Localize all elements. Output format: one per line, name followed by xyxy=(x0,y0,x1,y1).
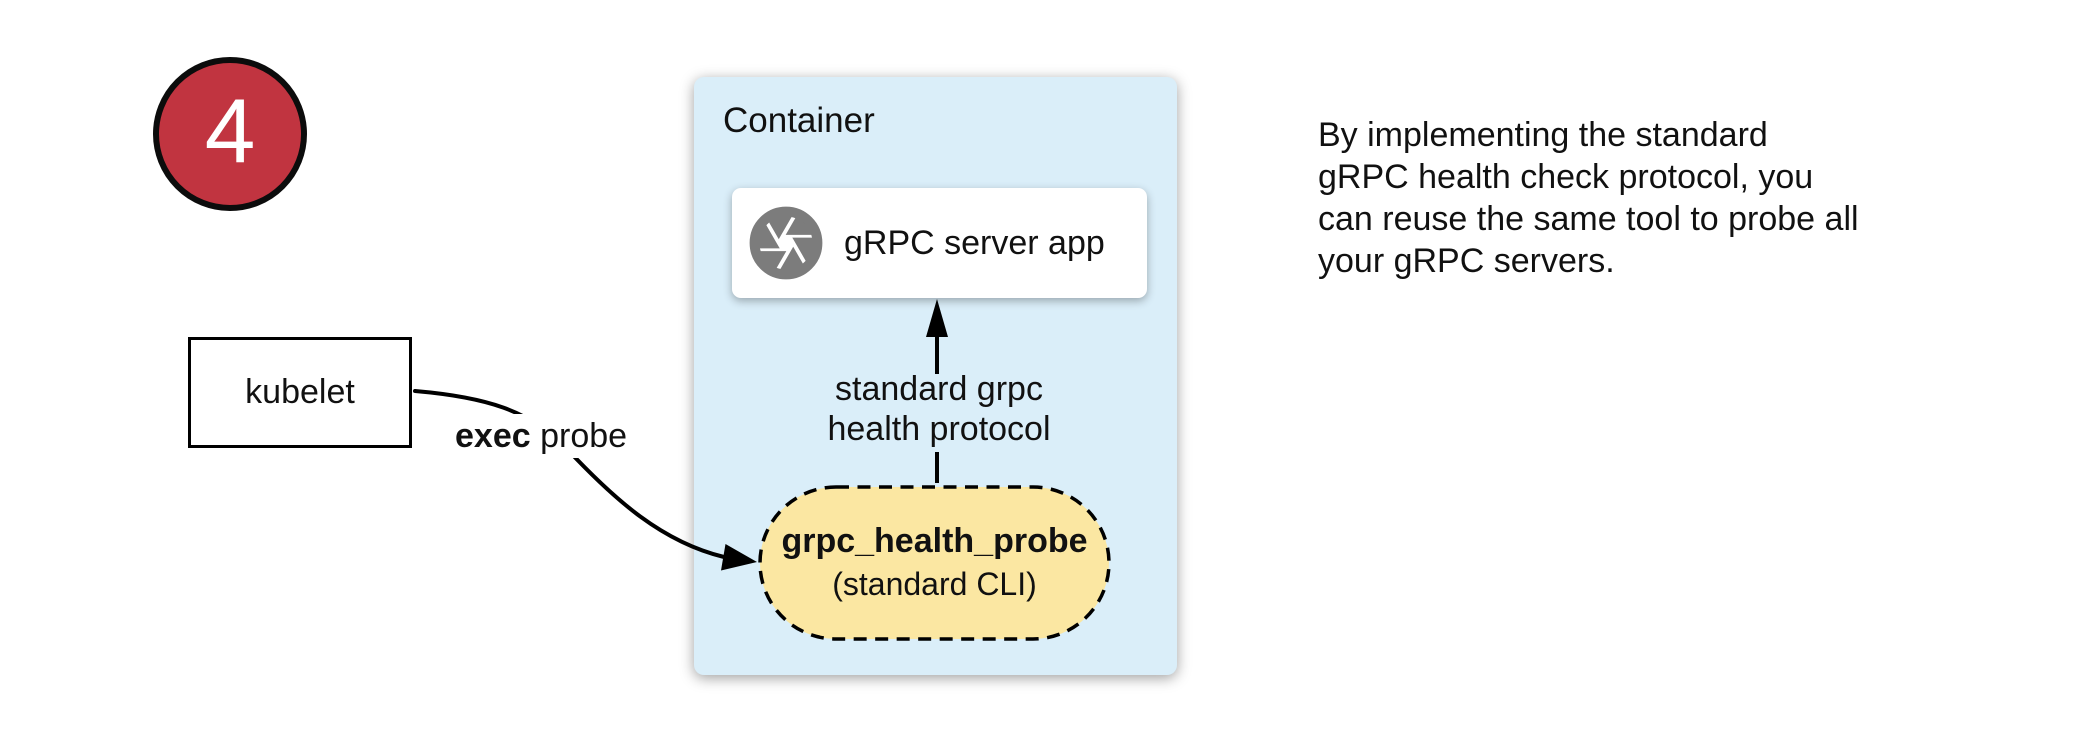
kubelet-label: kubelet xyxy=(245,373,355,411)
probe-pill: grpc_health_probe (standard CLI) xyxy=(758,485,1111,641)
kubelet-box: kubelet xyxy=(188,337,412,448)
grpc-server-label: gRPC server app xyxy=(844,223,1105,262)
note-line: your gRPC servers. xyxy=(1318,242,1615,280)
note-line: gRPC health check protocol, you xyxy=(1318,158,1814,196)
container-box: Container gRPC server app standard grpc … xyxy=(694,77,1177,675)
grpc-server-box: gRPC server app xyxy=(732,188,1147,298)
protocol-arrow-label: standard grpc health protocol xyxy=(789,369,1089,449)
probe-pill-text: grpc_health_probe (standard CLI) xyxy=(758,485,1111,641)
step-badge: 4 xyxy=(153,57,307,211)
exec-probe-label-bold: exec xyxy=(455,417,531,455)
probe-pill-subtitle: (standard CLI) xyxy=(832,566,1037,602)
note-line: By implementing the standard xyxy=(1318,116,1768,154)
exec-probe-label-rest: probe xyxy=(530,417,628,455)
probe-pill-title: grpc_health_probe xyxy=(781,522,1088,560)
protocol-label-line2: health protocol xyxy=(827,410,1051,448)
protocol-label-line1: standard grpc xyxy=(835,370,1043,408)
probe-pill-border xyxy=(758,485,1111,641)
step-number: 4 xyxy=(204,80,256,182)
note-text: By implementing the standard gRPC health… xyxy=(1318,114,1859,282)
container-title: Container xyxy=(723,101,875,140)
exec-probe-label: exec probe xyxy=(449,414,634,458)
aperture-icon xyxy=(749,206,823,280)
note-line: can reuse the same tool to probe all xyxy=(1318,200,1859,238)
